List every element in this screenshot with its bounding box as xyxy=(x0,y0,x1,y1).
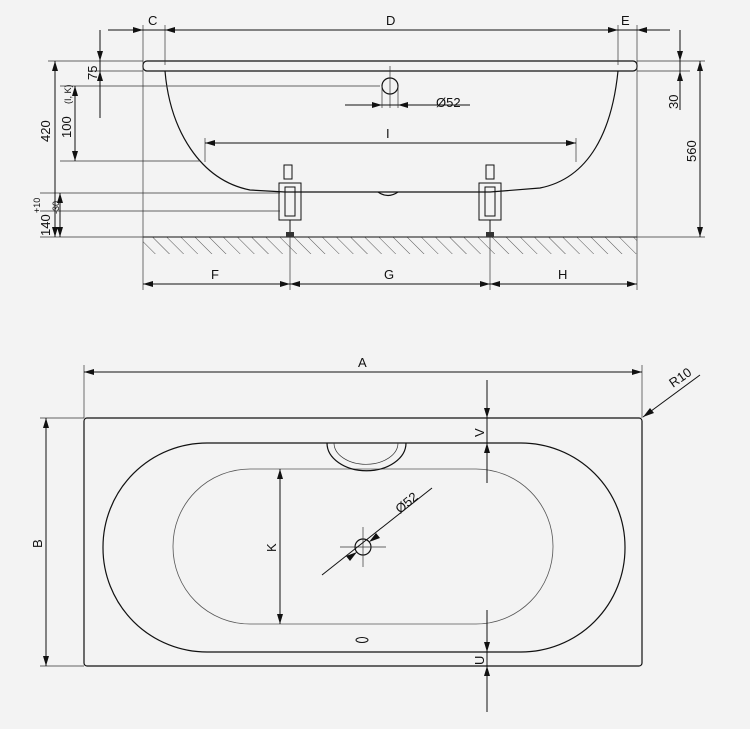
tub-outline xyxy=(83,417,643,667)
label-D: D xyxy=(386,13,395,28)
label-G: G xyxy=(384,267,394,282)
label-H: H xyxy=(558,267,567,282)
overflow-arc-inner xyxy=(333,442,399,465)
tub-body-profile xyxy=(164,70,619,193)
tub-inner-rim xyxy=(102,442,626,653)
waste-slot xyxy=(355,637,369,643)
label-100: 100 xyxy=(59,116,74,138)
tub-drain-bump xyxy=(377,191,399,197)
label-75: 75 xyxy=(85,66,100,80)
overflow-arc xyxy=(326,442,407,472)
label-100-note: (I, K) xyxy=(63,84,73,104)
side-view: C D E 75 420 100 (I, K) +10 140 -30 xyxy=(32,13,705,290)
label-minus30: -30 xyxy=(51,201,61,214)
label-A: A xyxy=(358,355,367,370)
leg-left xyxy=(278,164,302,237)
top-view: Ø52 A R10 B K V U xyxy=(30,355,701,712)
label-drain-dia: Ø52 xyxy=(392,489,420,516)
label-overflow-dia: Ø52 xyxy=(436,95,461,110)
label-30: 30 xyxy=(666,95,681,109)
tub-floor xyxy=(172,468,554,625)
label-K: K xyxy=(264,543,279,552)
label-140: 140 xyxy=(38,214,53,236)
label-E: E xyxy=(621,13,630,28)
label-I: I xyxy=(386,126,390,141)
label-B: B xyxy=(30,539,45,548)
label-U: U xyxy=(472,656,487,665)
leg-right xyxy=(478,164,502,237)
label-plus10: +10 xyxy=(32,198,42,213)
floor-hatch xyxy=(143,237,637,254)
label-C: C xyxy=(148,13,157,28)
label-F: F xyxy=(211,267,219,282)
label-420: 420 xyxy=(38,120,53,142)
label-R10: R10 xyxy=(666,364,694,390)
label-V: V xyxy=(472,428,487,437)
label-560: 560 xyxy=(684,140,699,162)
